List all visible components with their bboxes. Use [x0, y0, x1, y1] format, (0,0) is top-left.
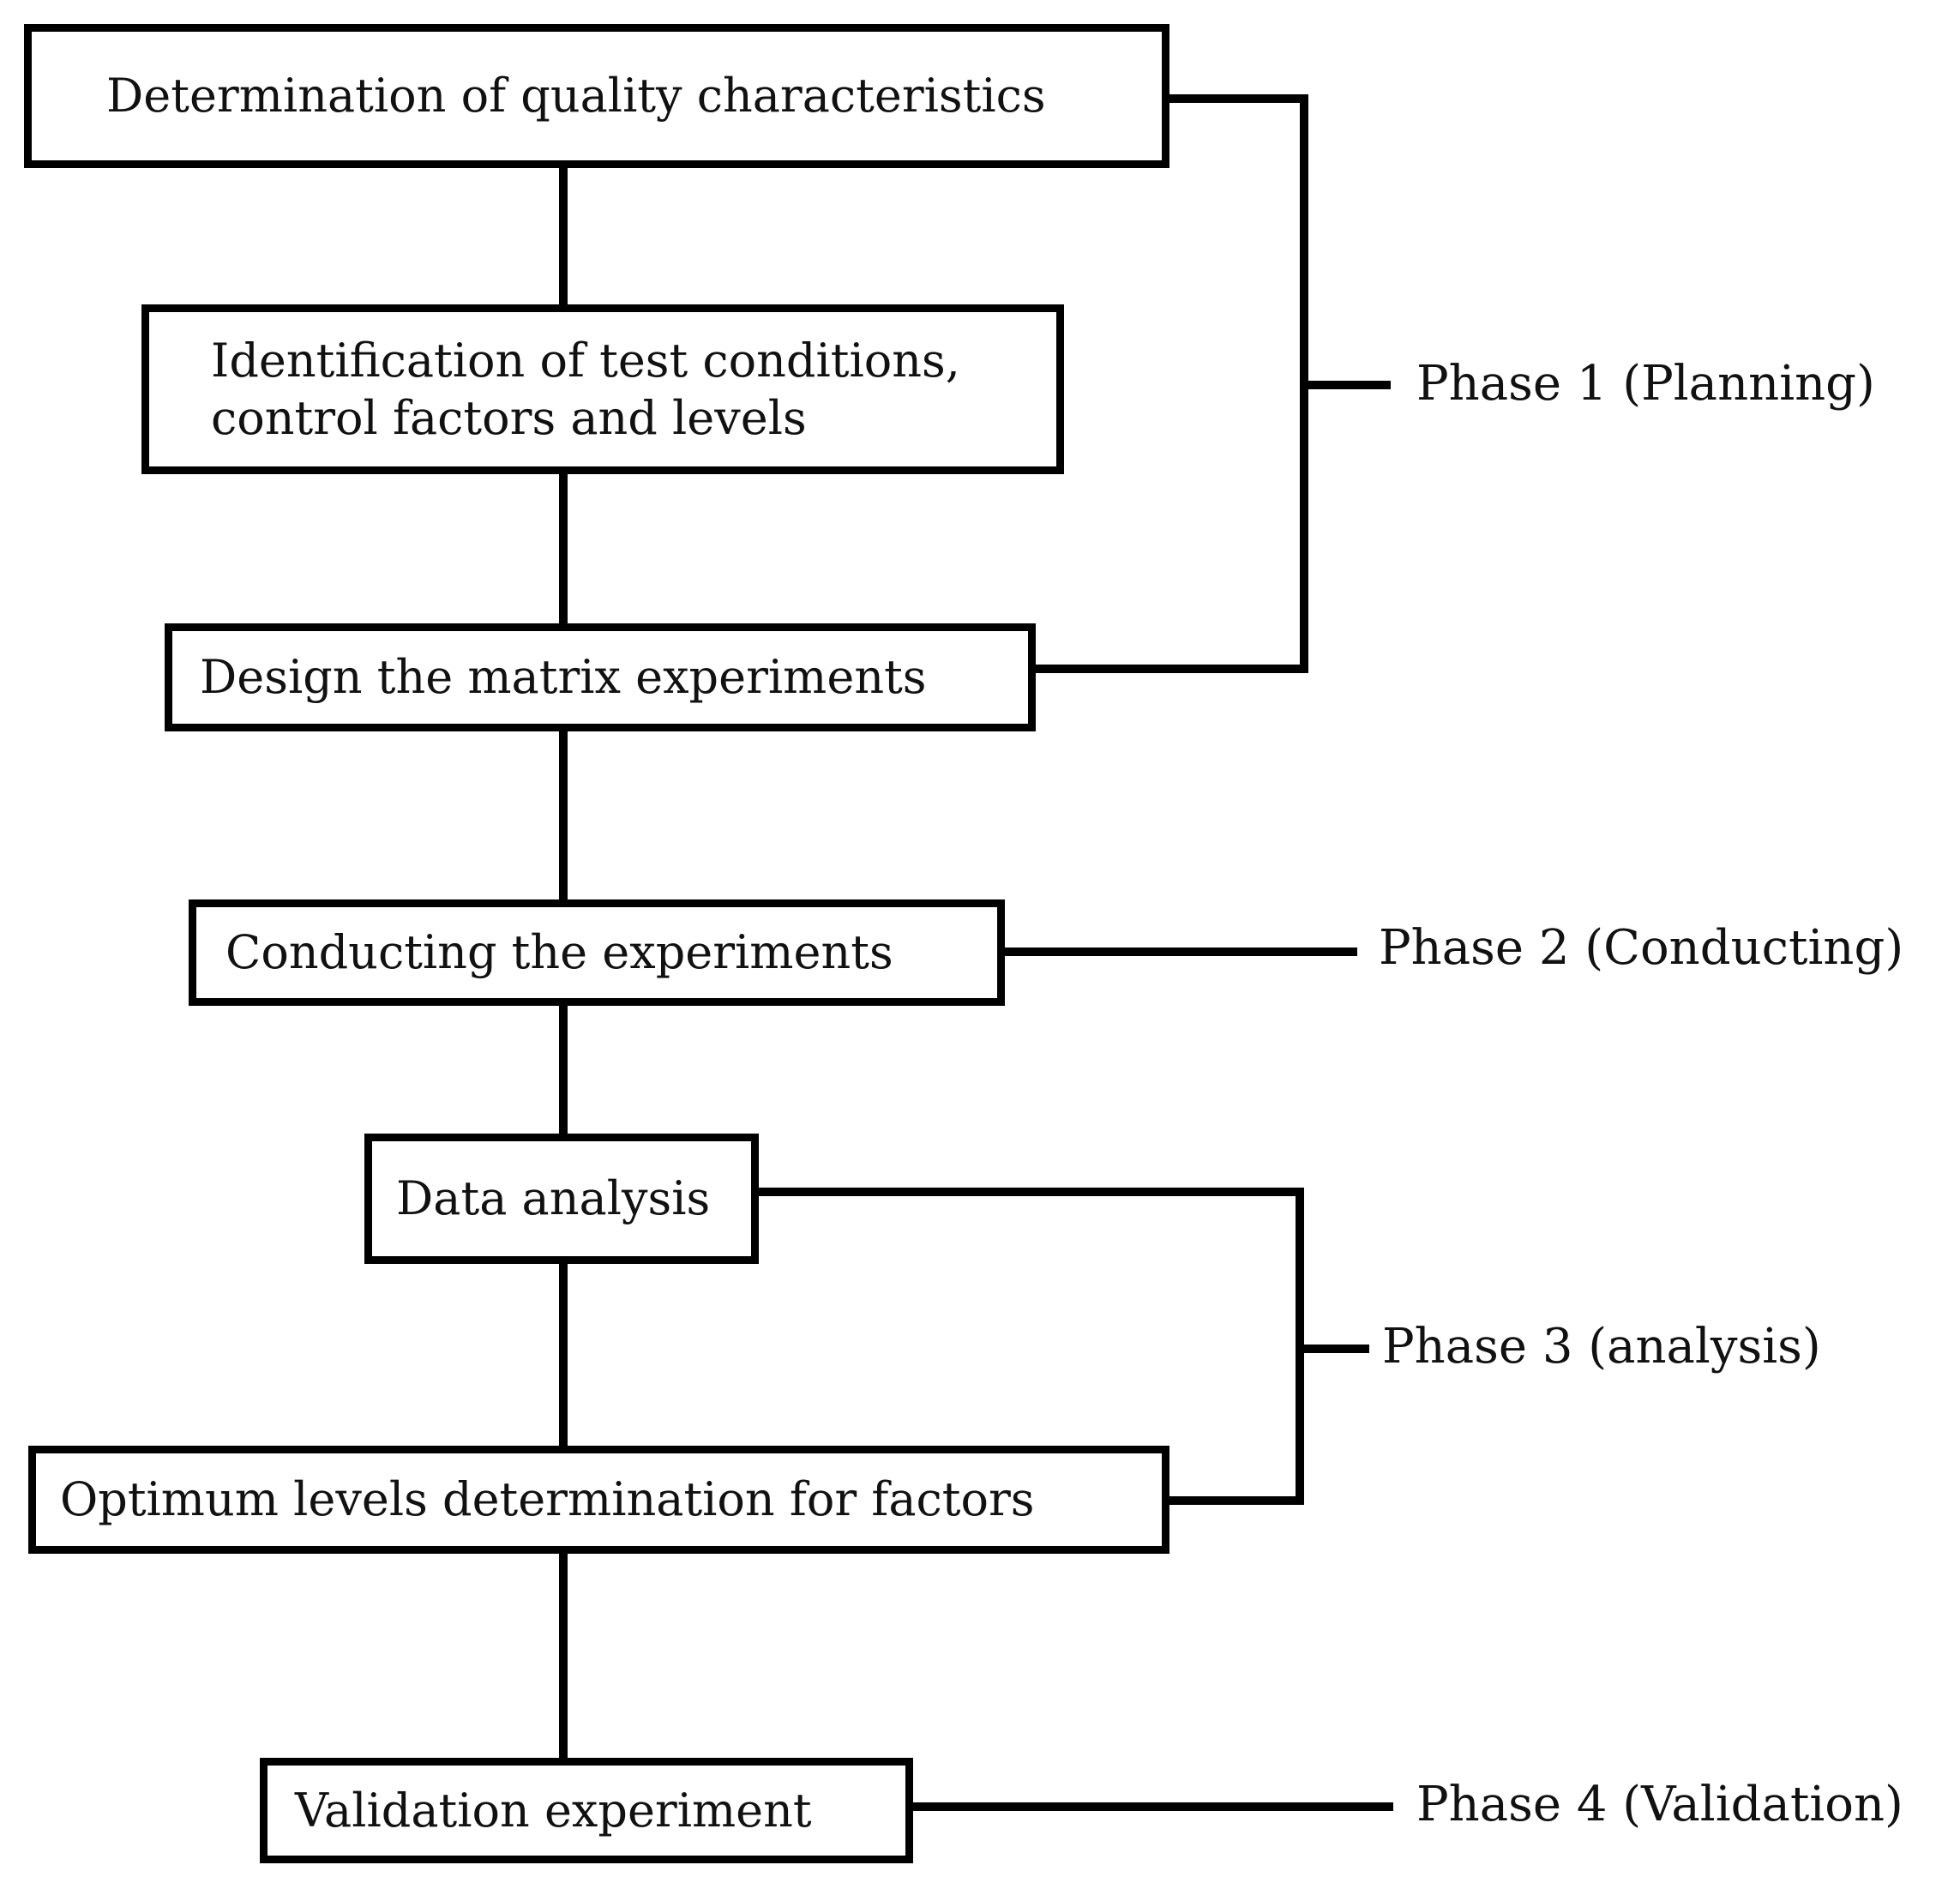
- step-conducting: Conducting the experiments: [189, 899, 1005, 1006]
- step-identification: Identification of test conditions, contr…: [141, 304, 1064, 474]
- phase4-label: Phase 4 (Validation): [1416, 1777, 1903, 1832]
- step-quality-characteristics: Determination of quality characteristics: [24, 24, 1169, 168]
- step-data-analysis: Data analysis: [364, 1134, 759, 1264]
- phase2-label: Phase 2 (Conducting): [1379, 920, 1904, 976]
- step-identification-line1: Identification of test conditions,: [211, 333, 960, 388]
- step-optimum-levels: Optimum levels determination for factors: [28, 1446, 1169, 1554]
- step-data-analysis-label: Data analysis: [396, 1171, 711, 1226]
- step-quality-characteristics-label: Determination of quality characteristics: [106, 69, 1046, 123]
- step-conducting-label: Conducting the experiments: [225, 925, 893, 980]
- step-validation: Validation experiment: [260, 1758, 913, 1863]
- step-optimum-levels-label: Optimum levels determination for factors: [60, 1472, 1035, 1527]
- step-validation-label: Validation experiment: [295, 1783, 812, 1838]
- step-design-matrix-label: Design the matrix experiments: [200, 650, 927, 705]
- step-design-matrix: Design the matrix experiments: [165, 623, 1036, 731]
- step-identification-text: Identification of test conditions, contr…: [211, 332, 960, 448]
- phase1-label: Phase 1 (Planning): [1416, 356, 1875, 412]
- step-identification-line2: control factors and levels: [211, 391, 807, 445]
- phase3-label: Phase 3 (analysis): [1382, 1319, 1821, 1375]
- phase1-bracket: [1031, 94, 1308, 673]
